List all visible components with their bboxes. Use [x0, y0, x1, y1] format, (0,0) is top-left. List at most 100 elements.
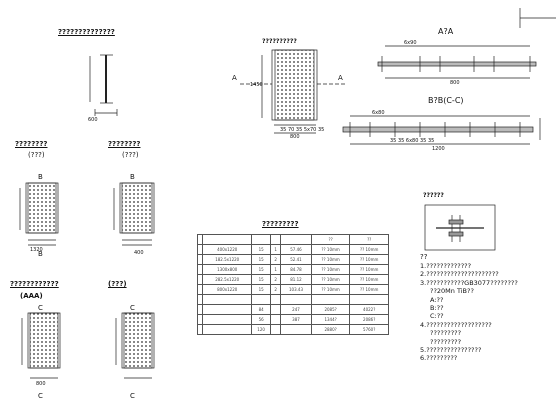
- label-b-bottom-left: B: [38, 250, 43, 258]
- table-cell: 15: [251, 264, 272, 275]
- subtitle-c-left: (AAA): [20, 292, 43, 300]
- label-c-top-left: C: [38, 304, 43, 312]
- dim-1320: 1320: [30, 247, 43, 253]
- table-cell: [196, 324, 204, 335]
- table-cell: ?? 10mm: [349, 264, 389, 275]
- h-beam-section: [89, 54, 118, 116]
- table-cell: 2880?: [310, 324, 351, 335]
- label-b-top-right: B: [130, 173, 135, 181]
- detail-b-left: [19, 182, 59, 246]
- title-section-bb: B?B(C-C): [428, 96, 464, 105]
- table-cell: [280, 234, 312, 245]
- title-b-right: ????????: [108, 140, 141, 148]
- table-cell: 387: [280, 314, 312, 325]
- table-cell: 1: [270, 244, 282, 255]
- table-cell: 2: [270, 274, 282, 285]
- table-cell: [251, 294, 272, 305]
- note-line: ?????????: [430, 337, 462, 346]
- table-cell: 2: [270, 254, 282, 265]
- note-line: 6.?????????: [420, 354, 458, 363]
- title-section-aa: A?A: [438, 27, 454, 36]
- note-line: 5.????????????????: [420, 346, 482, 355]
- dim-pitch-b: 6x80: [372, 110, 385, 116]
- table-cell: 15: [251, 254, 272, 265]
- section-bb: [342, 115, 541, 145]
- table-title: ?????????: [262, 220, 299, 228]
- label-c-bottom-right: C: [130, 392, 135, 400]
- table-cell: 1: [270, 264, 282, 275]
- table-cell: [251, 234, 272, 245]
- note-line: 1.?????????????: [420, 262, 472, 270]
- table-cell: ?? 10mm: [349, 244, 389, 255]
- table-cell: 84: [251, 304, 272, 315]
- table-cell: [280, 294, 312, 305]
- note-line: 3.???????????GB3077????????: [420, 278, 518, 287]
- table-cell: 57.46: [280, 244, 312, 255]
- note-line: A:??: [430, 295, 444, 304]
- note-line: 4.???????????????????: [420, 320, 492, 329]
- table-cell: 1344?: [310, 314, 351, 325]
- table-row: ????: [196, 234, 389, 245]
- title-h-beam-section: ??????????????: [58, 28, 115, 36]
- table-cell: [270, 324, 282, 335]
- dim-bottom-a: 35 70 35 5x70 35: [280, 127, 325, 133]
- table-cell: 120: [251, 324, 272, 335]
- flange-plate-view: [240, 49, 345, 134]
- subtitle-b-left: (???): [28, 151, 45, 159]
- dim-1200: 1200: [432, 146, 445, 152]
- dim-aa-800: 800: [450, 80, 460, 86]
- table-cell: 1300x800: [202, 264, 253, 275]
- table-cell: [202, 324, 253, 335]
- title-c-right: (???): [108, 280, 127, 288]
- table-cell: [270, 314, 282, 325]
- note-line: C:??: [430, 312, 444, 321]
- title-c-left: ????????????: [10, 280, 59, 288]
- notes-list: 1.?????????????2.?????????????????????3.…: [420, 262, 555, 363]
- title-bolt-detail: ??????: [423, 192, 444, 199]
- note-line: ??20Mn TiB??: [430, 287, 474, 296]
- table-cell: [270, 304, 282, 315]
- title-b-left: ????????: [15, 140, 48, 148]
- table-cell: [270, 234, 282, 245]
- detail-c-right: [115, 312, 155, 379]
- label-a-right: A: [338, 74, 343, 82]
- label-c-bottom-left: C: [38, 392, 43, 400]
- table-row: 120 2880?5760?: [196, 324, 389, 335]
- table-cell: ?? 10mm: [349, 254, 389, 265]
- detail-c-left: [21, 312, 61, 379]
- table-cell: 81.12: [280, 274, 312, 285]
- table-cell: ?? 10mm: [310, 284, 351, 295]
- table-cell: 84.78: [280, 264, 312, 275]
- dim-600: 600: [88, 117, 98, 123]
- note-line: ?????????: [430, 329, 462, 338]
- dim-pitch-a: 6x90: [404, 40, 417, 46]
- table-row: [196, 294, 389, 305]
- table-cell: ?? 10mm: [310, 274, 351, 285]
- dim-400: 400: [134, 250, 144, 256]
- table-cell: [349, 294, 389, 305]
- table-cell: ?? 10mm: [310, 264, 351, 275]
- table-cell: 5760?: [349, 324, 389, 335]
- table-cell: 2085?: [310, 304, 351, 315]
- table-cell: 800x1220: [202, 284, 253, 295]
- dim-bottom-b: 35 35 6x80 35 35: [390, 138, 435, 144]
- table-cell: 103.43: [280, 284, 312, 295]
- label-c-top-right: C: [130, 304, 135, 312]
- table-cell: [202, 234, 253, 245]
- table-cell: ?? 10mm: [310, 244, 351, 255]
- title-flange-plate: ??????????: [262, 38, 297, 45]
- note-line: B:??: [430, 304, 444, 313]
- table-cell: ??: [349, 234, 389, 245]
- table-cell: 400x1220: [202, 244, 253, 255]
- label-b-top-left: B: [38, 173, 43, 181]
- table-cell: ??: [310, 234, 351, 245]
- note-line: 2.?????????????????????: [420, 270, 499, 279]
- table-cell: [202, 304, 253, 315]
- table-cell: [310, 294, 351, 305]
